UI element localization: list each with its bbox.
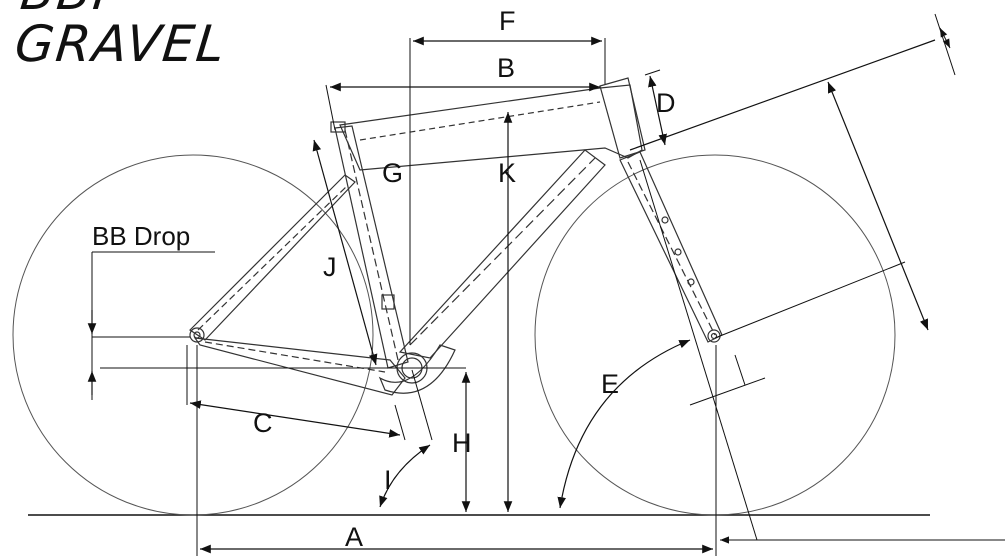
label-c: C bbox=[253, 408, 273, 438]
label-i: I bbox=[384, 465, 392, 495]
label-k: K bbox=[498, 158, 516, 188]
label-e: E bbox=[601, 369, 619, 399]
bike-frame bbox=[189, 77, 723, 396]
label-a: A bbox=[345, 522, 363, 552]
label-h: H bbox=[452, 428, 472, 458]
label-d: D bbox=[656, 88, 676, 118]
front-wheel bbox=[534, 154, 896, 516]
dim-j-line bbox=[312, 139, 378, 366]
label-bb-drop: BB Drop bbox=[92, 221, 190, 251]
label-f: F bbox=[499, 6, 516, 36]
label-b: B bbox=[497, 53, 515, 83]
rear-wheel bbox=[12, 154, 374, 516]
label-g: G bbox=[382, 158, 403, 188]
label-j: J bbox=[323, 252, 337, 282]
dim-d-line bbox=[648, 75, 667, 146]
dim-c-line bbox=[189, 400, 401, 438]
